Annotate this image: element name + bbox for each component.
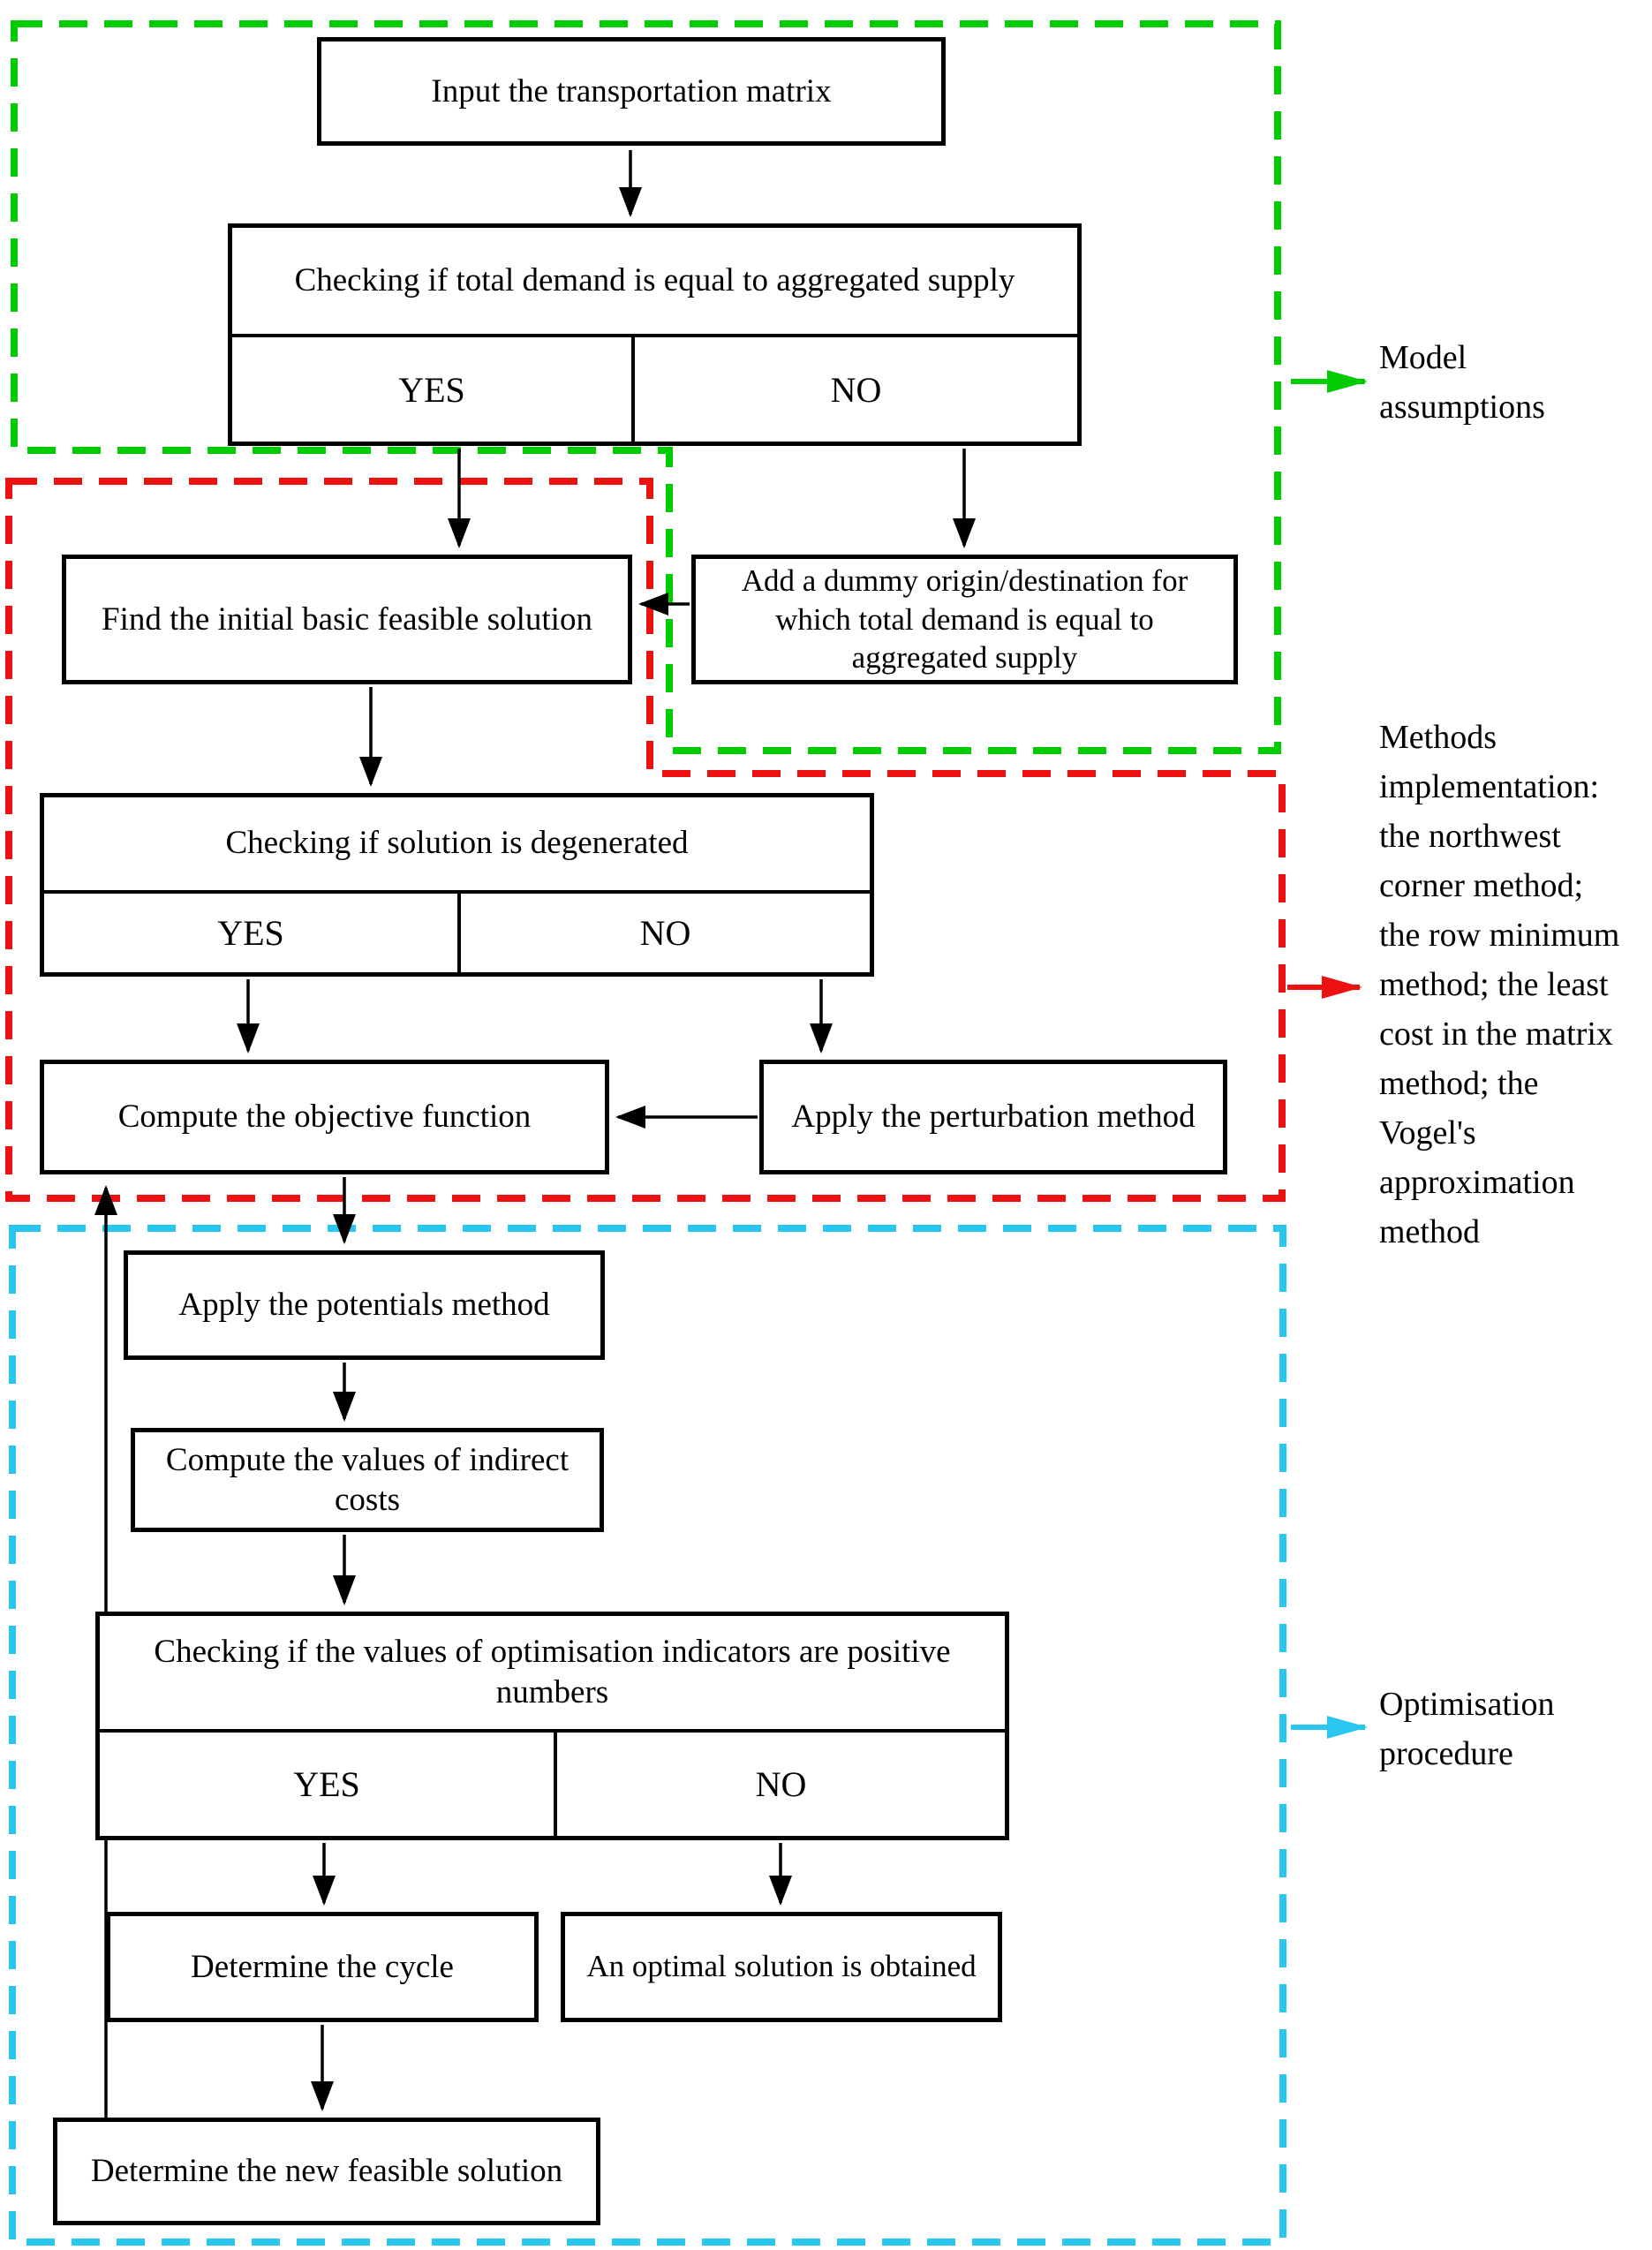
node-input-transportation-matrix: Input the transportation matrix: [317, 37, 946, 146]
indicators-check-title: Checking if the values of optimisation i…: [100, 1616, 1005, 1733]
region-methods-implementation-outline: [5, 478, 1286, 1202]
node-optimal-solution-obtained: An optimal solution is obtained: [561, 1912, 1002, 2022]
node-compute-objective-function: Compute the objective function: [40, 1060, 609, 1174]
demand-check-no-cell: NO: [830, 369, 882, 410]
degenerate-check-title: Checking if solution is degenerated: [44, 797, 870, 894]
degenerate-check-yes-cell: YES: [44, 894, 461, 972]
node-demand-check: Checking if total demand is equal to agg…: [228, 223, 1082, 446]
label-model-assumptions: Model assumptions: [1379, 339, 1545, 426]
node-indicators-check: Checking if the values of optimisation i…: [95, 1612, 1009, 1840]
node-compute-indirect-costs: Compute the values of indirect costs: [131, 1428, 604, 1532]
region-model-assumptions-outline: [11, 20, 1281, 754]
demand-check-yes-cell: YES: [232, 337, 635, 442]
node-determine-new-feasible-solution: Determine the new feasible solution: [53, 2118, 600, 2225]
node-add-dummy-origin-destination: Add a dummy origin/destination for which…: [691, 555, 1238, 684]
node-find-initial-solution: Find the initial basic feasible solution: [62, 555, 632, 684]
node-degenerate-check: Checking if solution is degenerated YES …: [40, 793, 874, 977]
region-optimisation-procedure-outline: [9, 1225, 1286, 2246]
node-apply-potentials-method: Apply the potentials method: [124, 1250, 605, 1360]
degenerate-check-no-cell: NO: [639, 913, 691, 953]
demand-check-title: Checking if total demand is equal to agg…: [232, 228, 1077, 337]
node-apply-perturbation-method: Apply the perturbation method: [759, 1060, 1227, 1174]
indicators-check-no-cell: NO: [755, 1764, 807, 1804]
node-determine-cycle: Determine the cycle: [106, 1912, 539, 2022]
indicators-check-yes-cell: YES: [100, 1733, 557, 1836]
label-methods-implementation: Methods implementation: the northwest co…: [1379, 719, 1620, 1250]
label-optimisation-procedure: Optimisation procedure: [1379, 1686, 1555, 1772]
